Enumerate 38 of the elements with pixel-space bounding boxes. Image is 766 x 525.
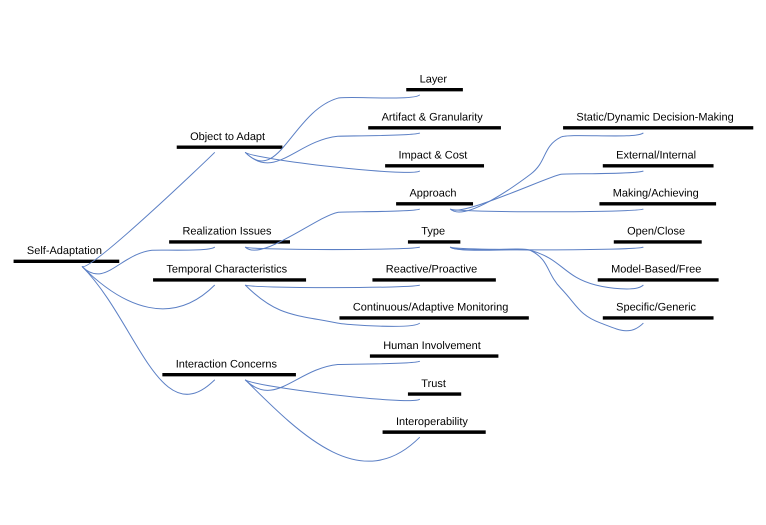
- node-text: Self-Adaptation: [26, 244, 102, 257]
- node-text: Interaction Concerns: [176, 358, 277, 370]
- connector: [82, 246, 215, 274]
- node-text: Human Involvement: [383, 339, 481, 352]
- node-text: External/Internal: [616, 149, 696, 162]
- connector: [450, 170, 644, 210]
- connector: [450, 208, 644, 212]
- node-text: Layer: [420, 72, 448, 85]
- node-text: Approach: [409, 187, 456, 200]
- connector: [244, 284, 420, 326]
- node-text: Realization Issues: [182, 225, 272, 238]
- node-text: Model-Based/Free: [611, 263, 702, 276]
- node-text: Type: [421, 225, 446, 238]
- node-text: Temporal Characteristics: [166, 263, 288, 276]
- connector: [245, 151, 420, 172]
- node-text: Artifact & Granularity: [382, 111, 483, 124]
- node-text: Static/Dynamic Decision-Making: [576, 111, 734, 124]
- connector: [450, 246, 644, 289]
- connector: [450, 132, 644, 212]
- connector: [244, 132, 420, 163]
- connector: [244, 208, 420, 250]
- connector: [245, 246, 420, 250]
- connector: [450, 246, 644, 331]
- node-text: Specific/Generic: [616, 301, 696, 314]
- node-text: Trust: [421, 377, 446, 390]
- connector: [245, 378, 420, 401]
- connector: [82, 151, 216, 266]
- connector: [82, 266, 216, 394]
- node-text: Interoperability: [396, 415, 468, 428]
- node-text: Impact & Cost: [398, 149, 468, 162]
- node-text: Reactive/Proactive: [386, 263, 478, 276]
- node-text: Object to Adapt: [190, 130, 266, 142]
- connector: [450, 246, 644, 250]
- node-text: Continuous/Adaptive Monitoring: [352, 301, 508, 314]
- connector: [244, 378, 420, 461]
- node-text: Open/Close: [627, 225, 686, 238]
- node-text: Making/Achieving: [612, 187, 699, 200]
- connector: [245, 284, 420, 288]
